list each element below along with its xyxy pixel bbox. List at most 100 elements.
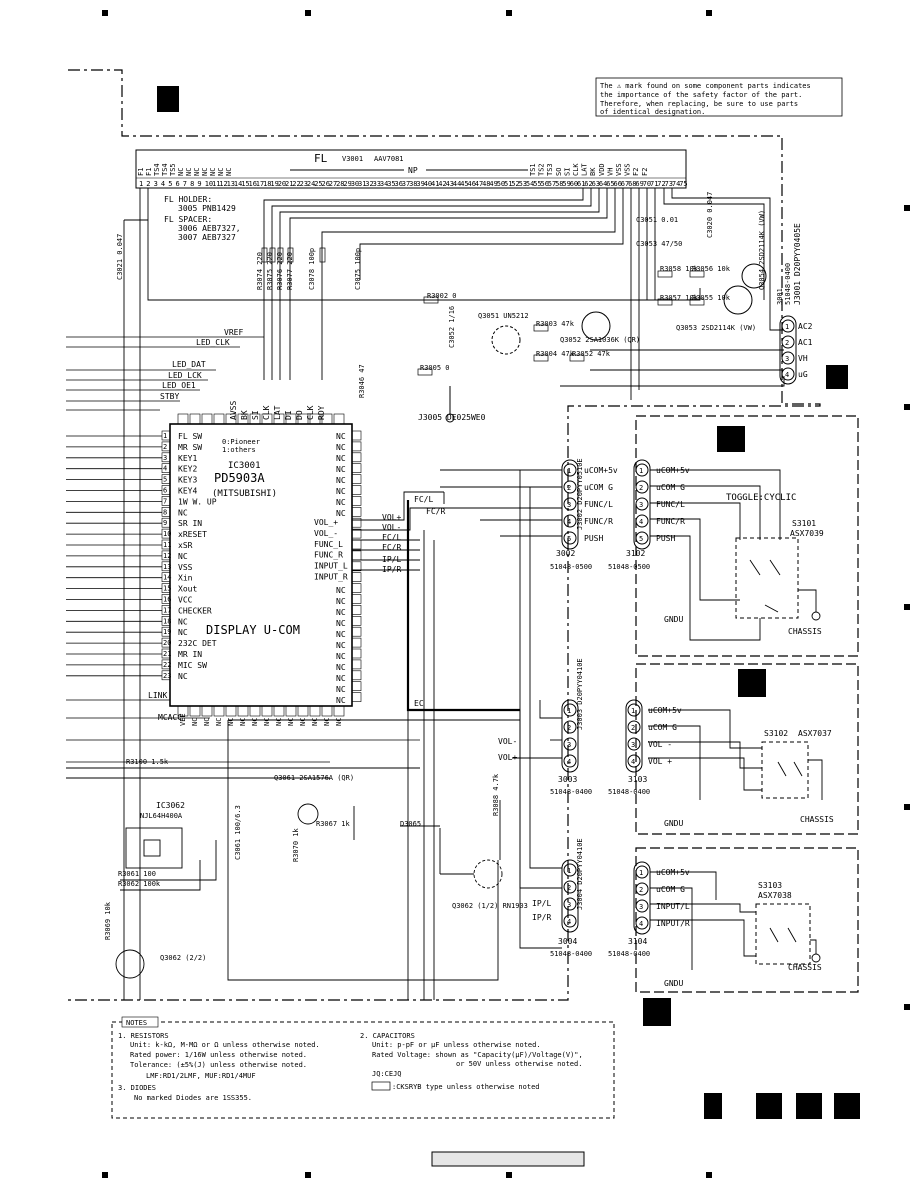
fl-pin-number: 61 — [577, 180, 585, 188]
connector-pin-number: 4 — [567, 758, 571, 766]
connector-pin-number: 4 — [639, 920, 643, 928]
ic-left-pin-box — [161, 474, 171, 484]
fl-pin-right: VSS — [615, 163, 623, 176]
transistor-labels-top: Q3051 UN5212 Q3052 2SA1036K (QR) Q3053 2… — [478, 210, 766, 344]
res-r3005: R3005 0 — [420, 364, 450, 372]
safety-line-4: of identical designation. — [600, 108, 705, 116]
fl-pin-number: 39 — [416, 180, 424, 188]
res-r3057: R3057 10k — [660, 294, 699, 302]
connector-pin-number: 3 — [567, 501, 571, 509]
s3102-switch: S3102 — [764, 729, 788, 738]
ic-left-pin-label: Xout — [178, 585, 197, 594]
ic-right-pin-label: FUNC_R — [314, 551, 343, 560]
ic-left-pin-label: KEY4 — [178, 487, 197, 496]
connector-pin-label: uCOM G — [656, 483, 685, 492]
ic-left-pin-number: 11 — [163, 541, 171, 549]
connector-pin — [635, 463, 649, 477]
ic-bottom-pin-label: NC — [287, 718, 295, 726]
ic-left-pin-number: 19 — [163, 628, 171, 636]
fl-pin-number: 58 — [555, 180, 563, 188]
ic-left-pin-box — [161, 659, 171, 670]
connector-pin-label: FUNC/R — [656, 517, 685, 526]
board-boundary — [66, 69, 821, 1001]
fl-pin-number: 52 — [511, 180, 519, 188]
notes-res-2: Unit: k-kΩ, M-MΩ or Ω unless otherwise n… — [130, 1041, 320, 1049]
connector-pin-label: PUSH — [656, 534, 675, 543]
ic-top-pin-box — [333, 413, 345, 425]
connector-pin-label: uCOM+5v — [656, 466, 690, 475]
fl-pin-number: 23 — [300, 180, 308, 188]
res-r3003: R3003 47k — [536, 320, 575, 328]
res-r3076: R3076 220 — [276, 252, 284, 290]
signal-led-dat: LED_DAT — [172, 360, 206, 369]
j3001-pin — [781, 335, 795, 349]
ic-right-pin-nc: NC — [336, 432, 346, 441]
ic-left-pin-label: VCC — [178, 596, 193, 605]
ic-right-pin-box — [351, 583, 362, 593]
fl-pin-number: 10 — [205, 180, 213, 188]
ic-bottom-pin-label: NC — [323, 718, 331, 726]
ic-left-pin-box — [161, 430, 171, 441]
safety-line-3: Therefore, when replacing, be sure to us… — [600, 100, 798, 108]
j3003-part: J3003 D20PYY0410E — [576, 658, 584, 730]
ic-left-pin-label: Xin — [178, 574, 193, 583]
ic-right-pin-box — [351, 572, 362, 583]
fl-pin-number: 34 — [380, 180, 388, 188]
j3004-ref: 3004 — [558, 937, 577, 946]
connector-pin-number: 3 — [639, 501, 643, 509]
bus-fc-l-2: FC/L — [382, 533, 401, 542]
ic-top-pin-box — [273, 413, 285, 425]
fl-pin-left: F1 — [145, 168, 153, 176]
ic-left-pin-number: 23 — [163, 672, 171, 680]
j3001-code: 51048-0400 — [784, 263, 792, 305]
fl-pin-number: 2 — [146, 180, 150, 188]
ic-left-pin-box — [161, 572, 171, 583]
fl-pin-right: VH — [606, 168, 614, 176]
ic-left-pin-number: 22 — [163, 661, 171, 669]
connector-pin-number: 3 — [631, 741, 635, 749]
fl-pin-number: 67 — [621, 180, 629, 188]
connector-pin — [635, 497, 649, 511]
res-r3074: R3074 220 — [256, 252, 264, 290]
cap-c3053: C3053 47/50 — [636, 240, 682, 248]
connector-pin — [563, 480, 577, 494]
j3001-pin-label: VH — [798, 354, 808, 363]
ic-right-pin-nc: NC — [336, 630, 346, 639]
fl-pin-number: 45 — [460, 180, 468, 188]
ic-right-pin-nc: NC — [336, 663, 346, 672]
connector-pin-label: INPUT/L — [656, 902, 690, 911]
notes-res-5: LMF:RD1/2LMF, MUF:RD1/4MUF — [146, 1072, 256, 1080]
left-signals — [66, 336, 420, 763]
ic-top-pin-box — [177, 413, 189, 425]
s3102-code: 51048-0400 — [608, 788, 650, 796]
resistor-symbol — [417, 368, 433, 376]
fl-pin-right: F2 — [641, 168, 649, 176]
res-r3070: R3070 1k — [292, 827, 300, 862]
connector-pin — [563, 703, 577, 717]
ic-right-pin-box — [351, 452, 362, 463]
res-r3052: R3052 47k — [572, 350, 611, 358]
ic-right-pin-nc: NC — [336, 509, 346, 518]
res-r3067: R3067 1k — [316, 820, 351, 828]
ic-right-pin-box — [351, 528, 362, 539]
notes-res-3: Rated power: 1/16W unless otherwise note… — [130, 1051, 307, 1059]
bus-vol-minus: VOL- — [382, 523, 401, 532]
ic-bottom-pin-label: NC — [251, 718, 259, 726]
ic-left-pin-label: FL SW — [178, 432, 202, 441]
resistor-symbol — [657, 270, 673, 278]
s3101-ref: 3102 — [626, 549, 645, 558]
j3001-part: J3001 D20PYY0405E — [793, 223, 802, 305]
fl-pin-number: 36 — [395, 180, 403, 188]
ic-bottom-pin-box — [297, 705, 309, 717]
jack-j3005: J3005 DE025WE0 — [418, 413, 486, 422]
s3101-chassis: CHASSIS — [788, 627, 822, 636]
ic-left-pin-box — [161, 485, 171, 495]
ic-right-pin-nc: NC — [336, 487, 346, 496]
fl-pin-number: 46 — [468, 180, 476, 188]
ic-left-pin-box — [161, 626, 171, 637]
ic-left-pin-label: NC — [178, 628, 188, 637]
ic-right-pin-nc: NC — [336, 674, 346, 683]
